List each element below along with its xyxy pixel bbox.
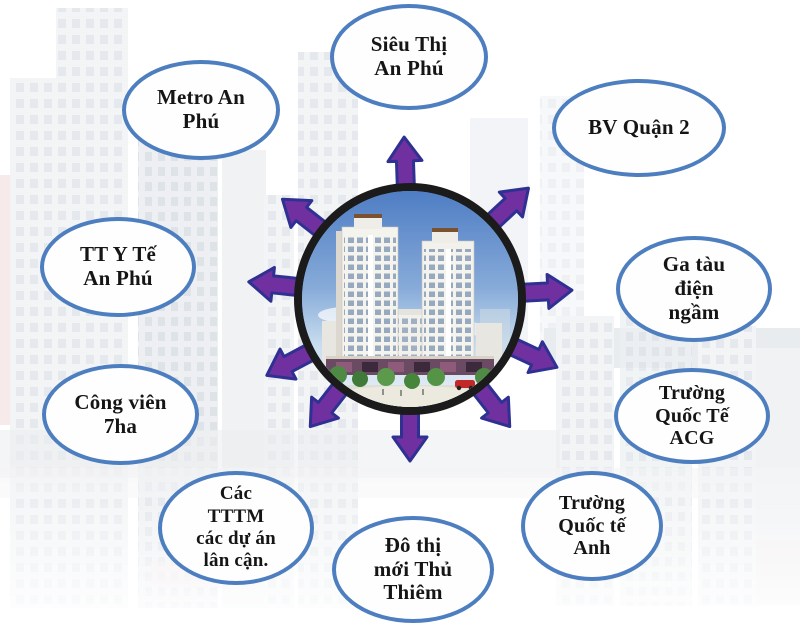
bubble-label: Các TTTM các dự án lân cận. xyxy=(196,483,276,572)
center-building-photo xyxy=(294,183,526,415)
bubble-do-thi-moi-thu-thiem: Đô thị mới Thủ Thiêm xyxy=(332,516,494,623)
bubble-label: Metro An Phú xyxy=(156,85,246,133)
bubble-label: BV Quận 2 xyxy=(588,115,690,140)
bubble-truong-quoc-te-anh: Trường Quốc tế Anh xyxy=(521,471,663,581)
bubble-cong-vien-7ha: Công viên 7ha xyxy=(42,364,199,465)
bubble-ga-tau-dien-ngam: Ga tàu điện ngầm xyxy=(616,236,772,342)
bubble-sieu-thi-an-phu: Siêu Thị An Phú xyxy=(330,4,488,110)
bubble-tt-y-te-an-phu: TT Y Tế An Phú xyxy=(40,217,196,317)
bubble-label: Trường Quốc Tế ACG xyxy=(655,381,729,450)
bubble-cac-tttm-lan-can: Các TTTM các dự án lân cận. xyxy=(158,471,314,585)
bubble-metro-an-phu: Metro An Phú xyxy=(122,60,280,160)
bubble-truong-quoc-te-acg: Trường Quốc Tế ACG xyxy=(614,368,770,464)
building-rendering xyxy=(302,191,518,407)
bubble-label: Ga tàu điện ngầm xyxy=(662,252,726,324)
bubble-bv-quan-2: BV Quận 2 xyxy=(552,79,726,177)
bubble-label: TT Y Tế An Phú xyxy=(79,242,157,290)
bubble-label: Đô thị mới Thủ Thiêm xyxy=(373,532,453,605)
bubble-label: Trường Quốc tế Anh xyxy=(558,491,626,560)
bubble-label: Công viên 7ha xyxy=(74,389,167,438)
bubble-label: Siêu Thị An Phú xyxy=(370,32,448,80)
